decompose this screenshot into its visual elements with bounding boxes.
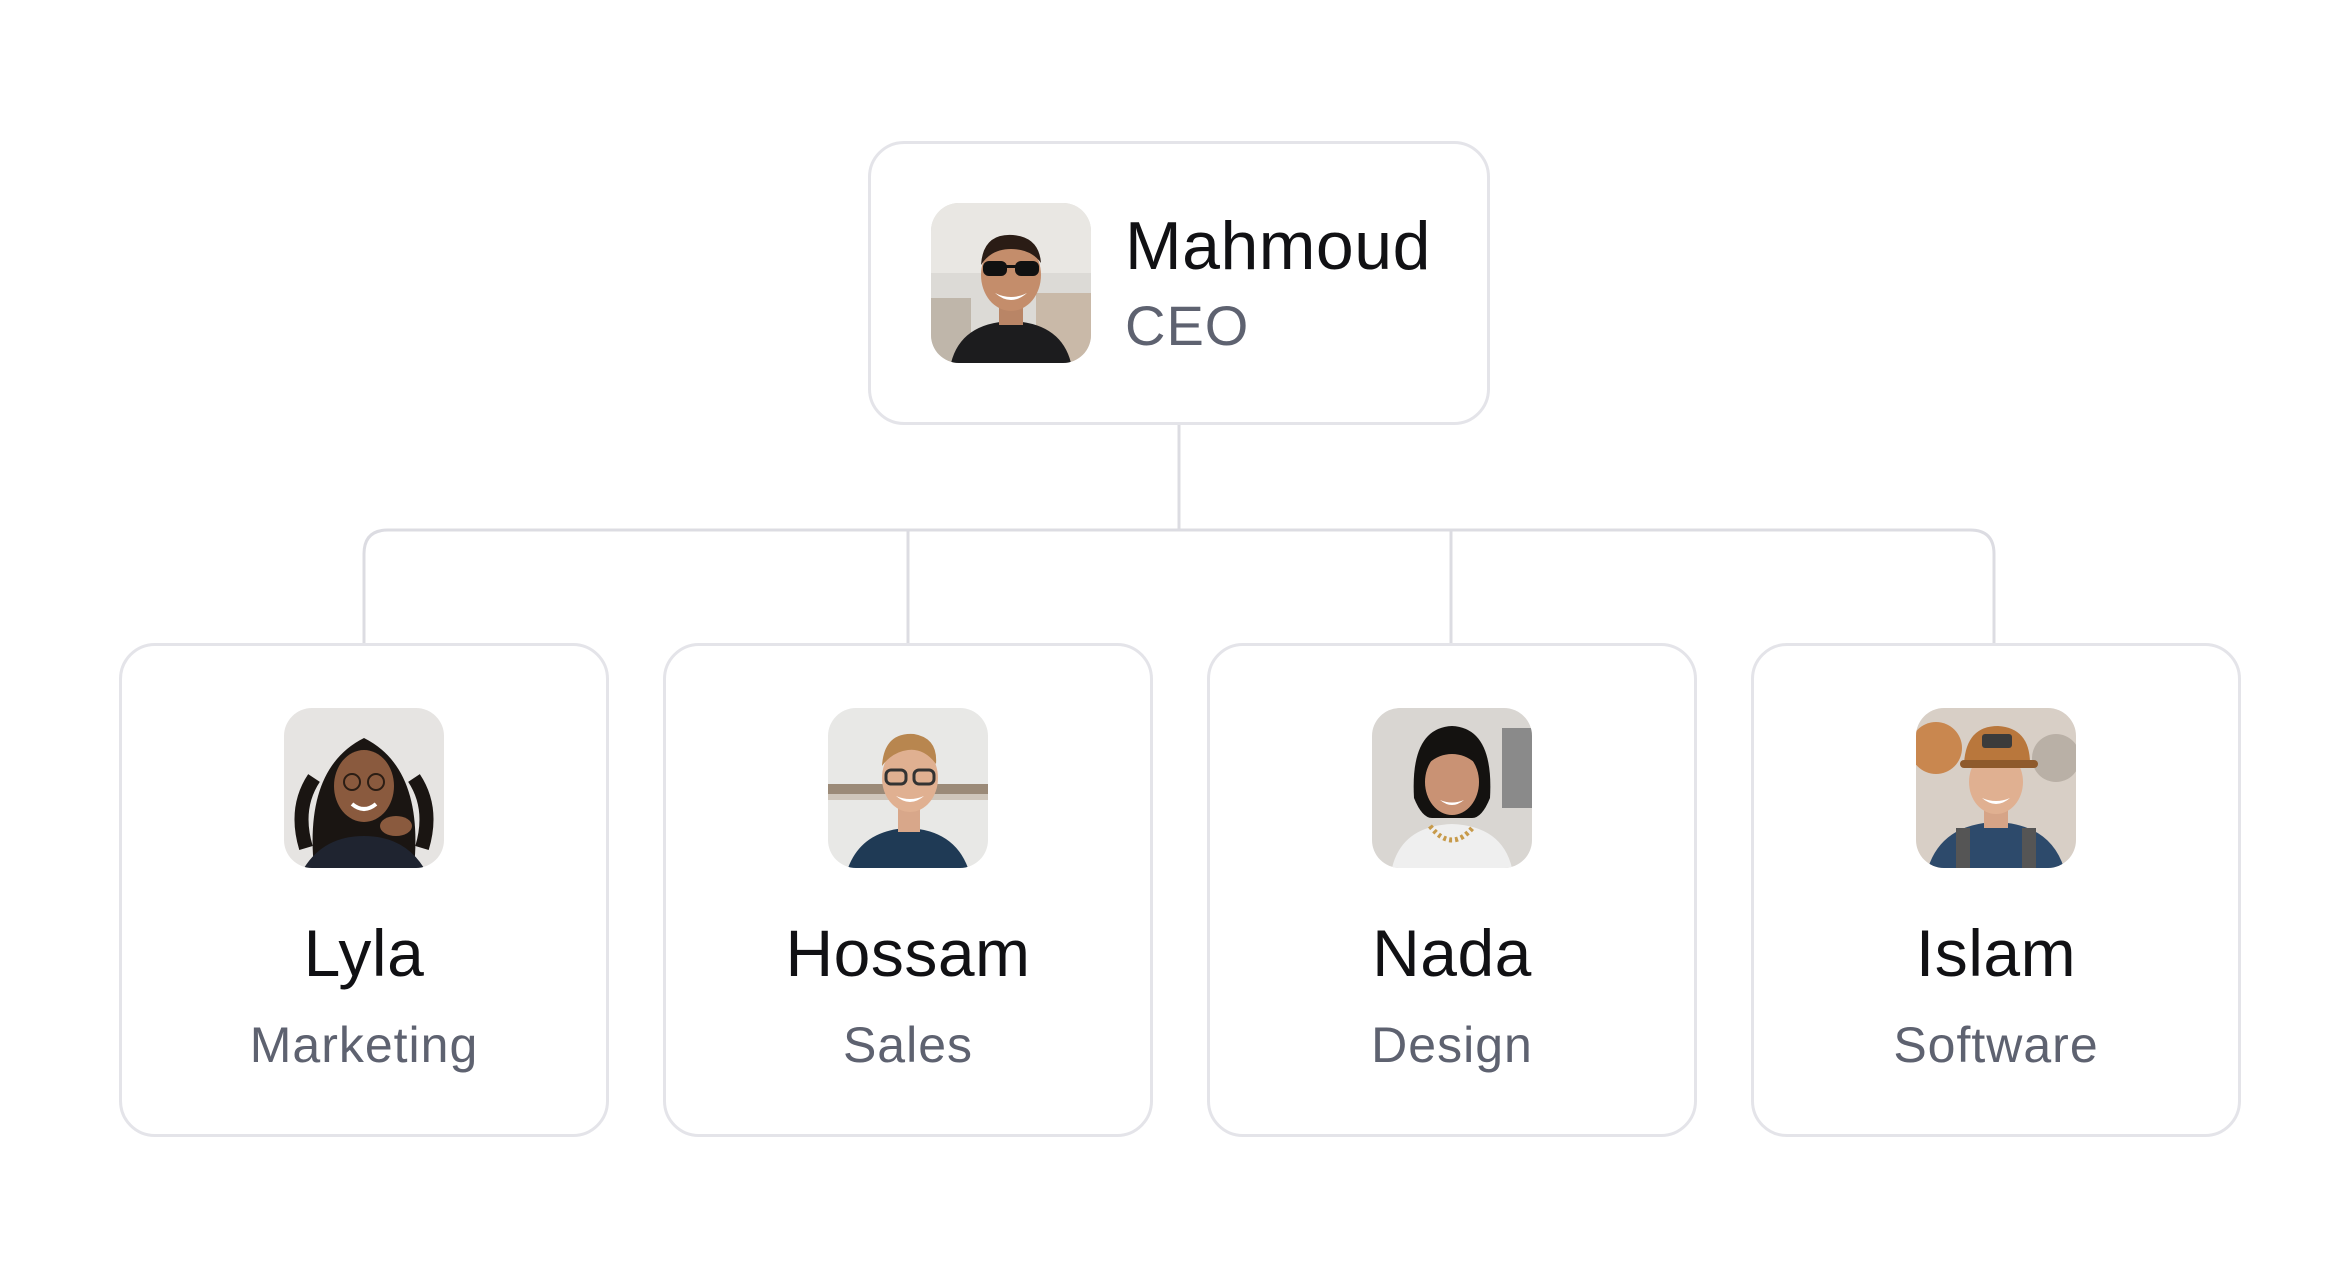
- connector-horizontal-bus: [362, 528, 1996, 643]
- org-node-hossam[interactable]: Hossam Sales: [663, 643, 1153, 1137]
- root-role: CEO: [1125, 294, 1250, 357]
- report-name: Hossam: [785, 916, 1031, 990]
- avatar-mahmoud: [931, 203, 1091, 363]
- report-role: Software: [1893, 1017, 2099, 1073]
- avatar-islam: [1916, 708, 2076, 868]
- report-role: Design: [1371, 1017, 1533, 1073]
- avatar-hossam: [828, 708, 988, 868]
- report-role: Sales: [842, 1017, 974, 1073]
- root-name: Mahmoud: [1125, 208, 1431, 284]
- report-name: Islam: [1915, 916, 2077, 990]
- report-role: Marketing: [249, 1017, 479, 1073]
- avatar-nada: [1372, 708, 1532, 868]
- org-node-nada[interactable]: Nada Design: [1207, 643, 1697, 1137]
- org-node-root[interactable]: Mahmoud CEO: [868, 141, 1490, 425]
- org-node-islam[interactable]: Islam Software: [1751, 643, 2241, 1137]
- report-name: Nada: [1372, 916, 1532, 990]
- report-name: Lyla: [303, 916, 425, 990]
- org-node-lyla[interactable]: Lyla Marketing: [119, 643, 609, 1137]
- avatar-lyla: [284, 708, 444, 868]
